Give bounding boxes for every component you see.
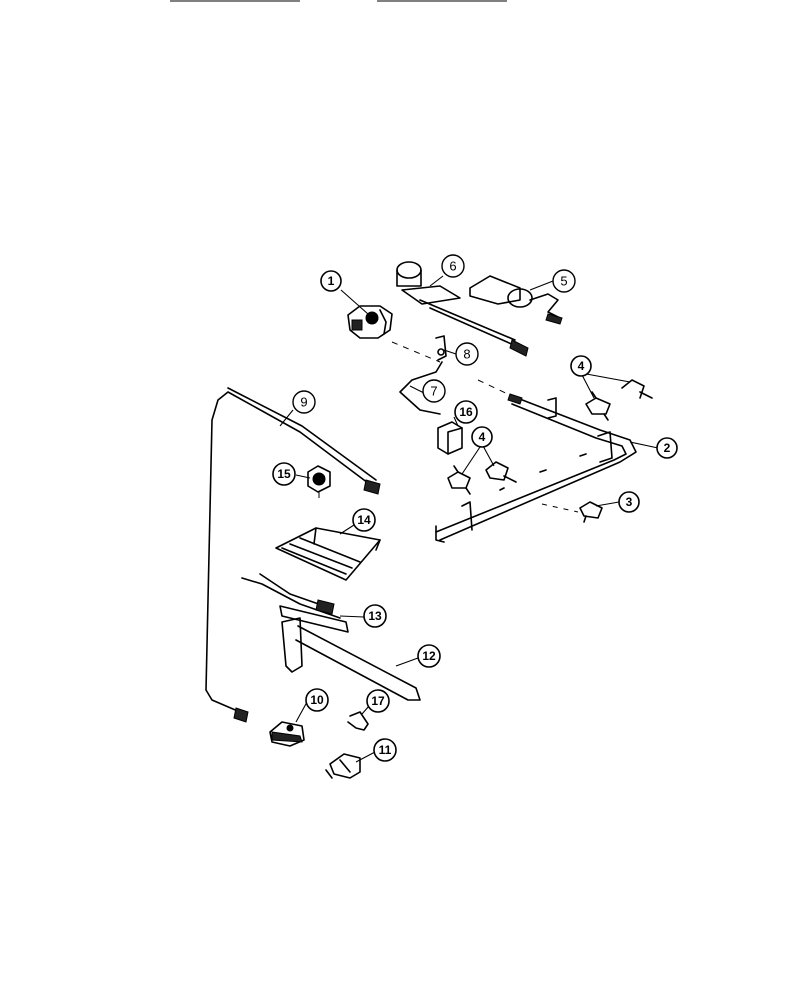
svg-text:10: 10	[310, 693, 324, 707]
valve-knob-upper	[585, 379, 653, 421]
callout-17: 17	[366, 689, 390, 713]
svg-text:4: 4	[479, 430, 486, 444]
module-part-16	[437, 421, 463, 455]
callout-3: 3	[618, 491, 640, 513]
wire-part-7	[399, 361, 443, 415]
burner-part-5	[469, 275, 563, 325]
svg-text:16: 16	[459, 405, 473, 419]
callout-9: 9	[292, 390, 316, 414]
valve-knob-lower	[447, 461, 517, 495]
callout-10: 10	[305, 688, 329, 712]
callout-2: 2	[656, 437, 678, 459]
callout-8: 8	[455, 342, 479, 366]
mount-bracket-part	[325, 753, 361, 779]
svg-text:1: 1	[328, 274, 335, 288]
assembly-line-2	[477, 379, 513, 397]
svg-text:4: 4	[578, 359, 585, 373]
tube-part	[205, 387, 381, 723]
burner-part-6	[396, 261, 529, 357]
svg-text:15: 15	[277, 467, 291, 481]
assembly-line-3	[541, 503, 579, 513]
baffle-part	[275, 527, 381, 581]
callout-11: 11	[373, 738, 397, 762]
svg-text:5: 5	[560, 274, 567, 289]
clip-part-10	[269, 721, 305, 747]
callout-16: 16	[454, 400, 478, 424]
svg-text:17: 17	[371, 694, 385, 708]
callout-5: 5	[552, 269, 576, 293]
small-valve-part	[579, 501, 603, 523]
nut-part	[307, 465, 331, 498]
svg-text:9: 9	[300, 395, 307, 410]
leader-lines	[279, 275, 659, 763]
callout-1: 1	[320, 270, 342, 292]
bracket-part	[281, 617, 421, 701]
svg-text:2: 2	[664, 441, 671, 455]
manifold-part	[435, 393, 637, 543]
valve-part	[347, 305, 393, 339]
svg-text:7: 7	[430, 384, 437, 399]
callout-4-lower: 4	[471, 426, 493, 448]
callout-6: 6	[441, 254, 465, 278]
svg-text:6: 6	[449, 259, 456, 274]
clip-part-8	[435, 335, 447, 361]
callout-13: 13	[363, 604, 387, 628]
igniter-part	[241, 573, 349, 633]
assembly-line-1	[391, 341, 441, 363]
svg-text:12: 12	[422, 649, 436, 663]
callout-7: 7	[422, 379, 446, 403]
svg-text:14: 14	[357, 513, 371, 527]
callout-4-upper: 4	[570, 355, 592, 377]
clip-part-17	[347, 711, 369, 731]
callout-12: 12	[417, 644, 441, 668]
svg-text:11: 11	[379, 743, 392, 757]
callout-14: 14	[352, 508, 376, 532]
svg-text:13: 13	[368, 609, 382, 623]
callout-15: 15	[272, 462, 296, 486]
svg-text:8: 8	[463, 347, 470, 362]
svg-text:3: 3	[626, 495, 633, 509]
